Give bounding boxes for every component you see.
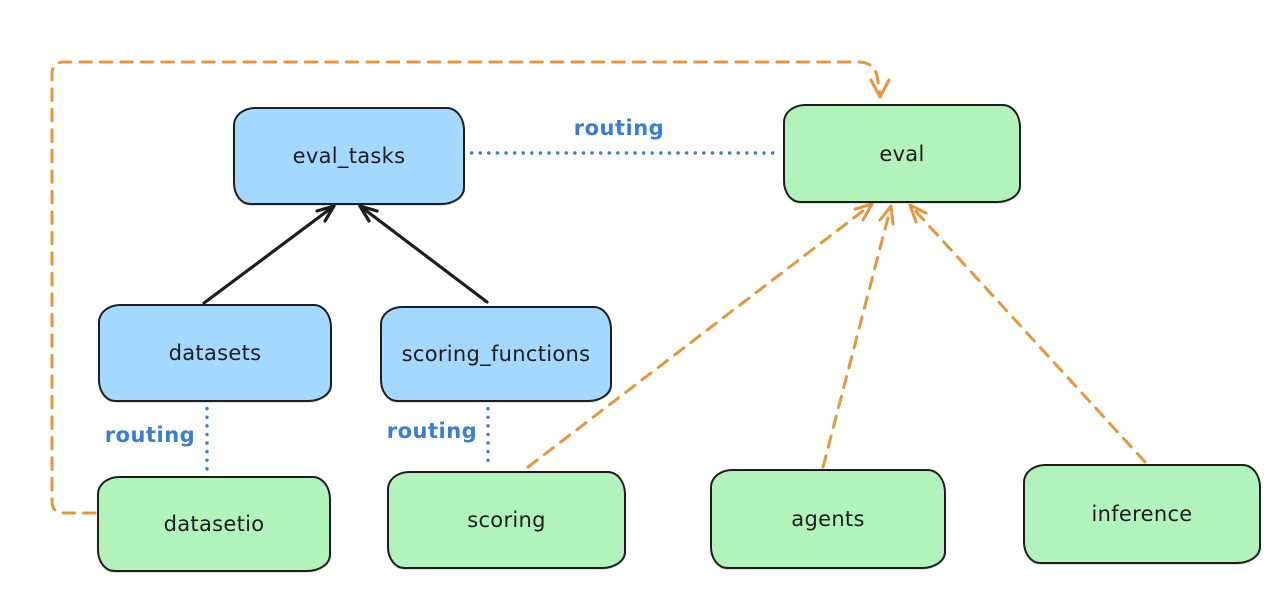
edge-agents-to-eval — [821, 204, 893, 469]
edge-scoring-to-eval — [526, 202, 874, 469]
node-inference-label: inference — [1091, 502, 1193, 526]
node-inference: inference — [1023, 464, 1261, 564]
edge-scoring-functions-to-eval-tasks-arrowhead — [358, 204, 379, 223]
node-eval-label: eval — [879, 141, 925, 166]
node-scoring-functions: scoring_functions — [380, 306, 612, 402]
node-datasetio: datasetio — [97, 476, 331, 572]
node-eval-tasks: eval_tasks — [233, 107, 465, 205]
edge-datasetio-to-eval-arrowhead — [869, 78, 891, 99]
edge-label-scoring-functions-to-scoring: routing — [386, 419, 478, 443]
node-eval: eval — [783, 104, 1021, 203]
edge-label-eval-tasks-to-eval: routing — [573, 116, 665, 140]
edge-inference-to-eval-arrowhead — [908, 203, 928, 224]
edge-scoring-functions-to-eval-tasks — [358, 204, 489, 304]
edge-datasets-to-eval-tasks — [202, 204, 336, 305]
edge-agents-to-eval-arrowhead — [878, 204, 895, 226]
edge-inference-to-eval — [908, 203, 1147, 464]
node-datasetio-label: datasetio — [163, 512, 265, 536]
node-agents-label: agents — [791, 507, 865, 531]
edge-scoring-to-eval-arrowhead — [853, 202, 874, 222]
node-datasets-label: datasets — [168, 341, 262, 365]
node-scoring: scoring — [387, 471, 626, 569]
node-agents: agents — [710, 469, 946, 569]
node-scoring-functions-label: scoring_functions — [401, 342, 591, 366]
edge-label-datasets-to-datasetio: routing — [104, 423, 196, 447]
edge-datasets-to-eval-tasks-arrowhead — [315, 204, 336, 223]
node-scoring-label: scoring — [467, 508, 546, 532]
edge-datasetio-to-eval — [50, 60, 882, 515]
node-datasets: datasets — [98, 304, 332, 402]
node-eval-tasks-label: eval_tasks — [292, 144, 406, 168]
